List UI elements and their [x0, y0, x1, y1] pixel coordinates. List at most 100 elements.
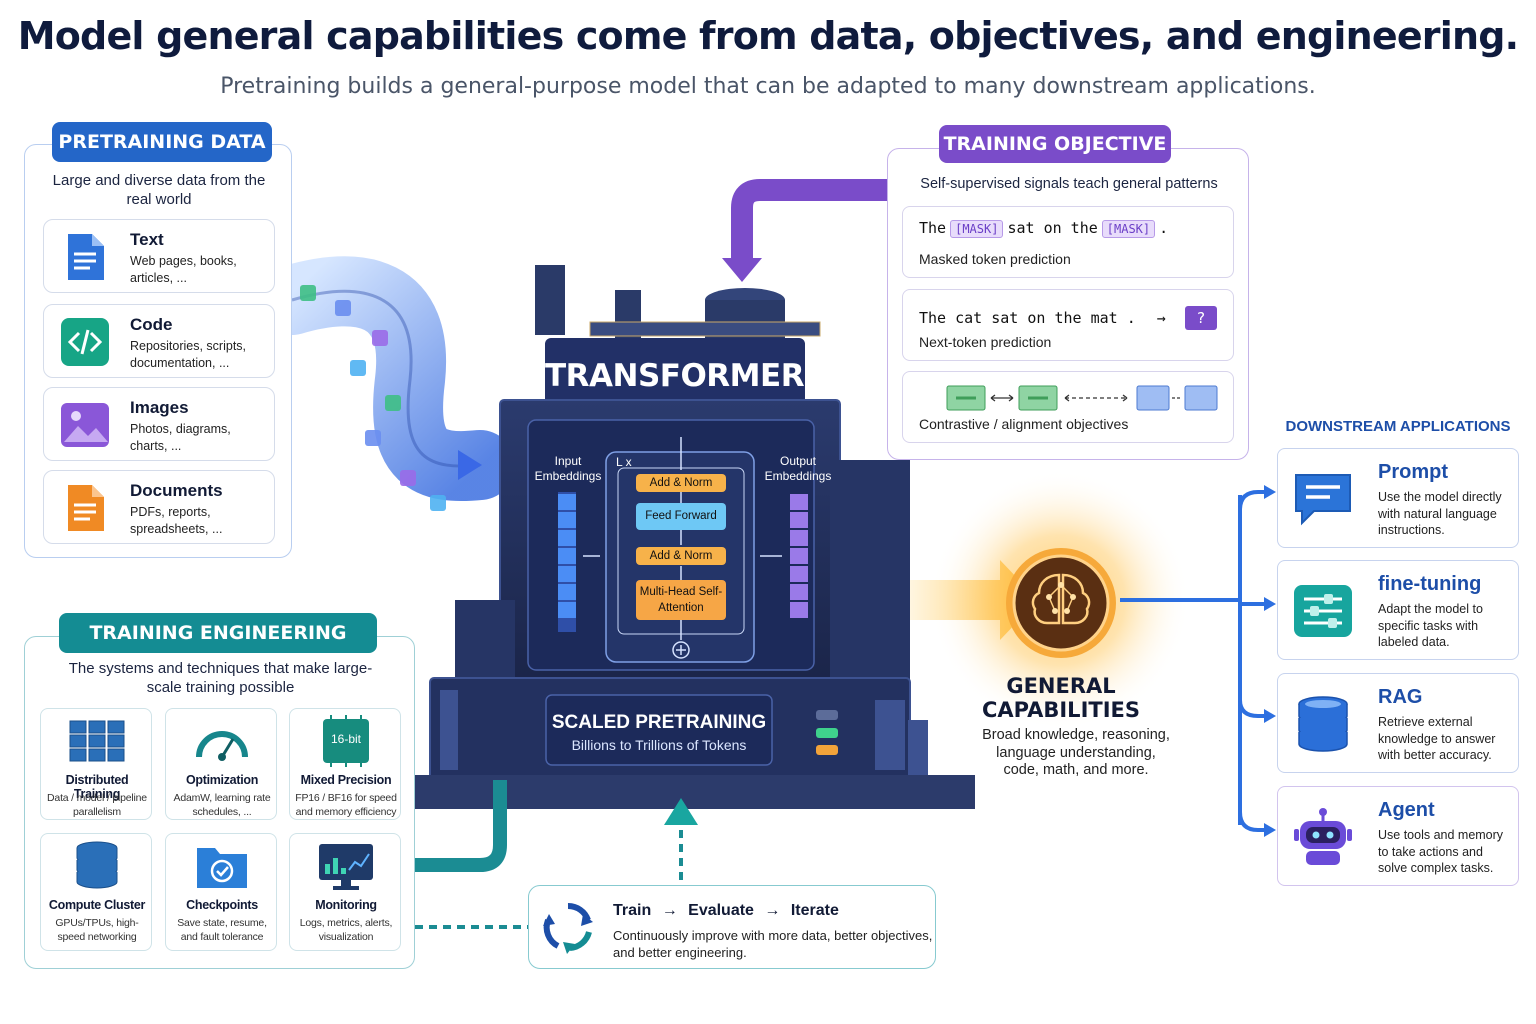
output-embeddings-label: Output Embeddings	[764, 454, 832, 483]
eng-card-checkpoints: Checkpoints Save state, resume, and faul…	[165, 833, 277, 951]
output-embedding-cells	[790, 494, 808, 618]
data-card-code: Code Repositories, scripts, documentatio…	[43, 304, 275, 378]
chat-icon	[1295, 474, 1351, 526]
sliders-icon	[1294, 585, 1352, 637]
feed-forward-block: Feed Forward	[636, 503, 726, 530]
data-card-desc: Web pages, books, articles, ...	[130, 254, 237, 285]
cycle-icon	[543, 902, 593, 954]
data-card-text: Text Web pages, books, articles, ...	[43, 219, 275, 293]
loop-step-evaluate: Evaluate	[688, 902, 754, 919]
app-title: Agent	[1378, 799, 1435, 821]
folder-check-icon	[197, 848, 247, 888]
eng-card-compute-cluster: Compute Cluster GPUs/TPUs, high-speed ne…	[40, 833, 152, 951]
eng-title: Distributed Training	[65, 773, 129, 801]
monitor-icon	[319, 844, 373, 890]
training-objective-panel: Self-supervised signals teach general pa…	[887, 148, 1249, 460]
page-subtitle: Pretraining builds a general-purpose mod…	[220, 74, 1316, 99]
contrastive-pairs-graphic	[946, 385, 1218, 411]
input-embeddings-label: Input Embeddings	[534, 454, 602, 483]
gauge-icon	[196, 731, 248, 761]
servers-icon	[69, 720, 125, 762]
eng-card-optimization: Optimization AdamW, learning rate schedu…	[165, 708, 277, 820]
masked-prediction-card: The[MASK]sat on the[MASK]. Masked token …	[902, 206, 1234, 278]
masked-word: .	[1159, 219, 1169, 237]
robot-icon	[1294, 808, 1352, 865]
app-desc: Use the model directly with natural lang…	[1378, 490, 1502, 537]
app-card-prompt[interactable]: Prompt Use the model directly with natur…	[1277, 448, 1519, 548]
multi-head-attention-block: Multi-Head Self-Attention	[636, 580, 726, 620]
data-card-title: Code	[130, 315, 173, 334]
eng-desc: Logs, metrics, alerts, visualization	[299, 917, 393, 943]
pretraining-data-panel: Large and diverse data from the real wor…	[24, 144, 292, 558]
chip-label: 16-bit	[330, 732, 362, 746]
document-icon	[68, 485, 104, 531]
loop-arrow: →	[661, 902, 678, 919]
eng-title: Optimization	[185, 773, 259, 787]
app-desc: Retrieve external knowledge to answer wi…	[1378, 715, 1496, 762]
document-text-icon	[68, 234, 104, 280]
input-embedding-cells	[558, 492, 576, 632]
add-norm-block-top: Add & Norm	[636, 474, 726, 492]
app-title: fine-tuning	[1378, 573, 1482, 595]
layers-label: L x	[616, 455, 632, 469]
data-card-images: Images Photos, diagrams, charts, ...	[43, 387, 275, 461]
app-card-fine-tuning[interactable]: fine-tuning Adapt the model to specific …	[1277, 560, 1519, 660]
training-engineering-panel: The systems and techniques that make lar…	[24, 636, 415, 969]
next-token-label: Next-token prediction	[919, 334, 1052, 350]
data-card-title: Images	[130, 398, 189, 417]
mask-token: [MASK]	[1101, 220, 1156, 238]
cluster-icon	[76, 841, 118, 889]
loop-arrow: →	[764, 902, 781, 919]
general-capabilities-title-line2: CAPABILITIES	[981, 698, 1140, 722]
data-card-desc: PDFs, reports, spreadsheets, ...	[130, 505, 223, 536]
data-card-documents: Documents PDFs, reports, spreadsheets, .…	[43, 470, 275, 544]
eng-title: Compute Cluster	[48, 898, 146, 912]
eng-title: Checkpoints	[186, 898, 258, 912]
data-card-title: Documents	[130, 481, 223, 500]
eng-desc: AdamW, learning rate schedules, ...	[173, 792, 271, 818]
chip-icon	[323, 715, 369, 767]
code-icon	[61, 318, 109, 366]
loop-step-train: Train	[613, 902, 652, 919]
downstream-label: DOWNSTREAM APPLICATIONS	[1285, 418, 1511, 435]
general-capabilities-desc: Broad knowledge, reasoning, language und…	[982, 727, 1170, 778]
eng-desc: Save state, resume, and fault tolerance	[177, 917, 267, 943]
training-loop-panel: Train → Evaluate → Iterate Continuously …	[528, 885, 936, 969]
general-capabilities-title-line1: GENERAL	[1006, 674, 1116, 698]
training-engineering-desc: The systems and techniques that make lar…	[68, 660, 373, 696]
masked-word: sat on the	[1007, 219, 1098, 237]
pretraining-data-label: PRETRAINING DATA	[52, 122, 272, 162]
brain-icon	[1006, 548, 1116, 658]
image-icon	[61, 403, 109, 447]
training-engineering-label: TRAINING ENGINEERING	[59, 613, 377, 653]
app-desc: Adapt the model to specific tasks with l…	[1378, 602, 1483, 649]
mask-token: [MASK]	[950, 220, 1004, 238]
eng-title: Mixed Precision	[300, 773, 392, 787]
app-card-agent[interactable]: Agent Use tools and memory to take actio…	[1277, 786, 1519, 886]
scaled-pretraining-title: SCALED PRETRAINING	[551, 712, 767, 733]
data-card-title: Text	[130, 230, 164, 249]
next-token-sentence: The cat sat on the mat .	[919, 309, 1136, 327]
next-token-arrow: →	[1156, 309, 1166, 327]
pretraining-data-desc: Large and diverse data from the real wor…	[52, 172, 266, 208]
training-objective-desc: Self-supervised signals teach general pa…	[920, 176, 1218, 192]
masked-word: The	[919, 219, 947, 237]
next-token-card: The cat sat on the mat . → ? Next-token …	[902, 289, 1234, 361]
scaled-pretraining-sub: Billions to Trillions of Tokens	[571, 737, 747, 753]
data-card-desc: Repositories, scripts, documentation, ..…	[130, 339, 247, 370]
contrastive-card: Contrastive / alignment objectives	[902, 371, 1234, 443]
next-token-question: ?	[1184, 306, 1217, 330]
app-title: RAG	[1378, 686, 1423, 708]
output-arrow	[875, 560, 1038, 640]
loop-step-iterate: Iterate	[790, 902, 839, 919]
eng-card-distributed: Distributed Training Data / model / pipe…	[40, 708, 152, 820]
database-icon	[1298, 696, 1348, 752]
loop-steps: Train → Evaluate → Iterate	[613, 902, 839, 920]
eng-desc: Data / model / pipeline parallelism	[47, 792, 147, 818]
app-title: Prompt	[1378, 461, 1448, 483]
transformer-title: TRANSFORMER	[545, 358, 805, 394]
data-stream	[257, 256, 515, 502]
contrastive-label: Contrastive / alignment objectives	[919, 416, 1129, 432]
training-objective-label: TRAINING OBJECTIVE	[939, 125, 1171, 163]
app-card-rag[interactable]: RAG Retrieve external knowledge to answe…	[1277, 673, 1519, 773]
